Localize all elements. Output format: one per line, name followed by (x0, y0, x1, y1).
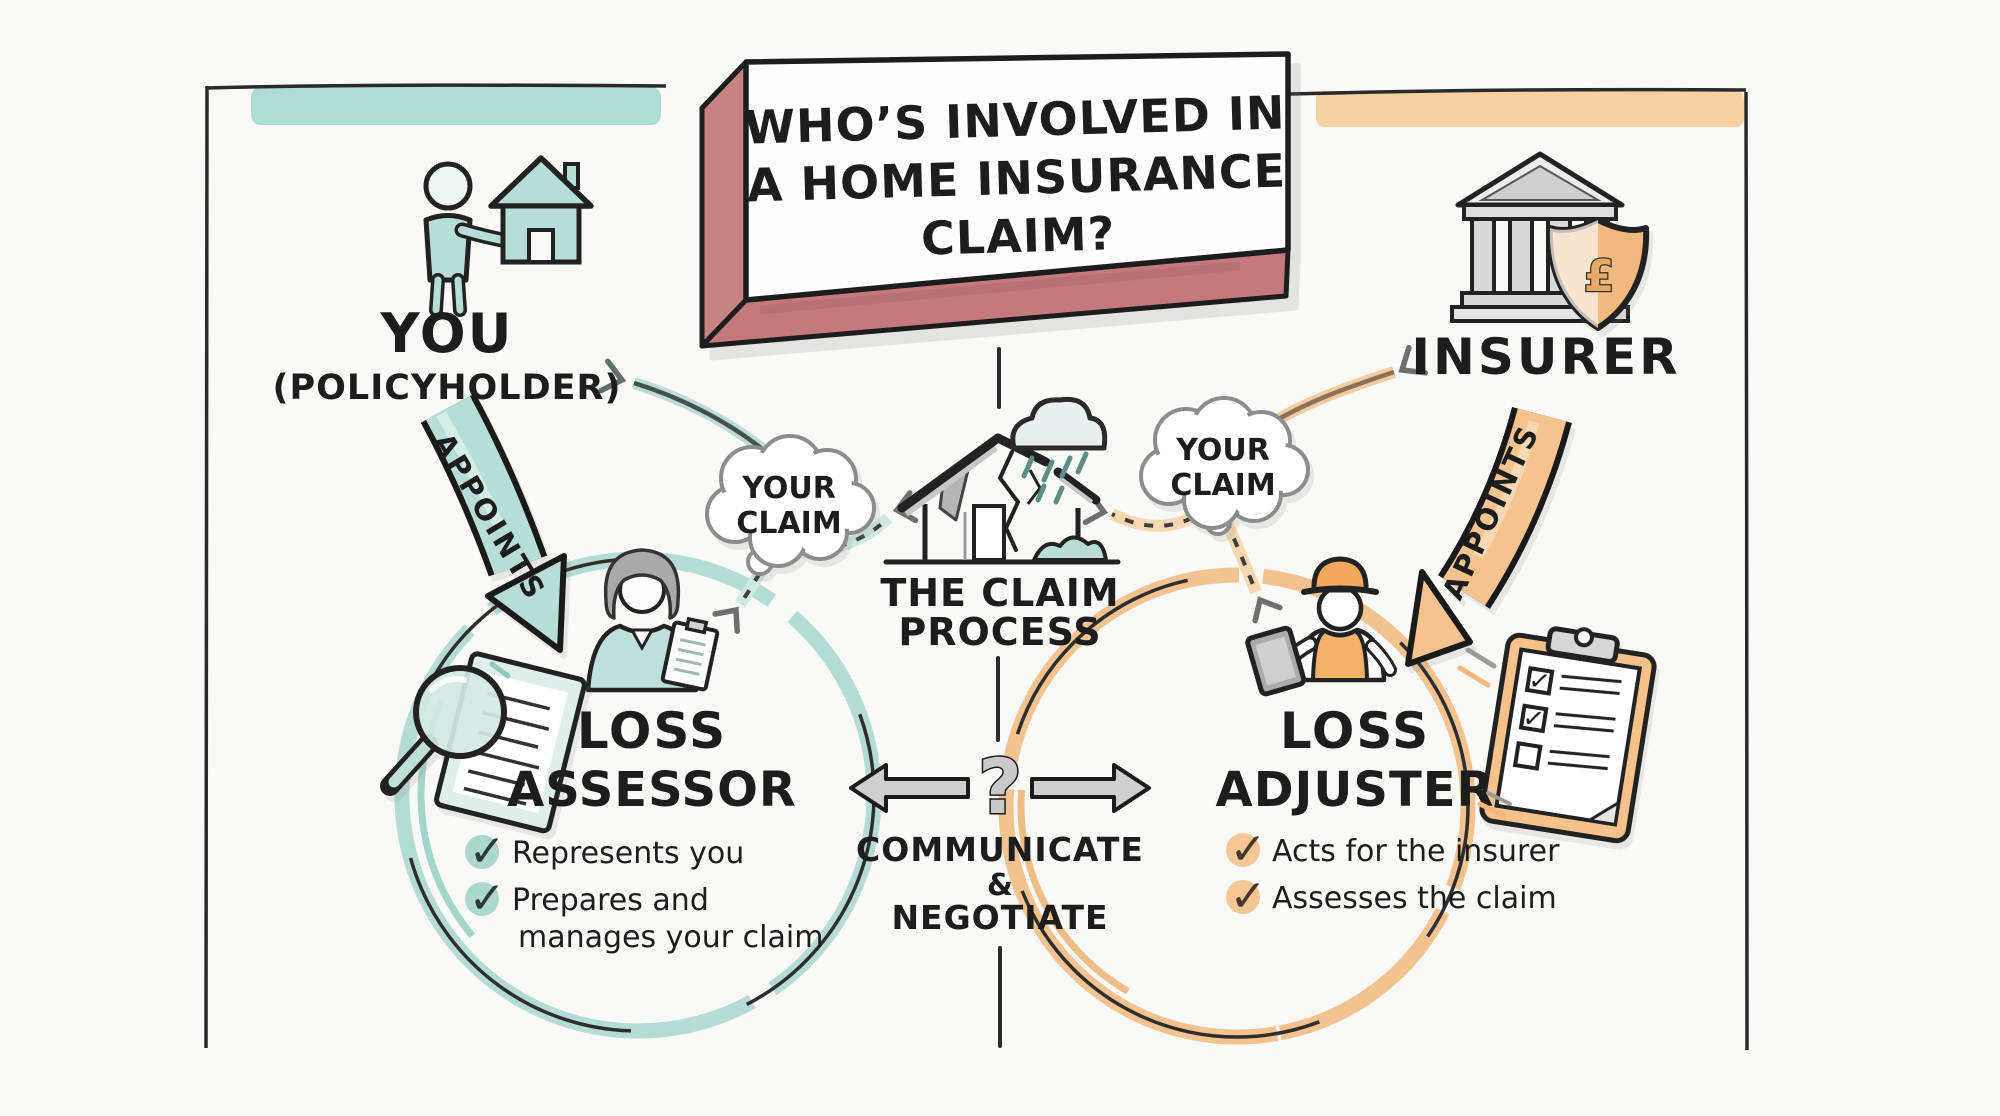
assessor-point-1-text: Represents you (512, 836, 744, 871)
check-blob (1226, 880, 1260, 914)
assessor-point-2: ✓ Prepares and manages your claim (465, 873, 823, 955)
adjuster-point-2-text: Assesses the claim (1272, 881, 1557, 916)
storm-cloud-icon (1010, 396, 1108, 505)
assessor-title-line-1: LOSS (577, 702, 727, 760)
insurer-label: INSURER (1411, 328, 1680, 386)
appoints-arrowhead-left (485, 553, 567, 653)
assessor-clipboard (660, 616, 720, 692)
magnifier-document-icon (380, 651, 587, 834)
communication-line-2: & (987, 868, 1013, 903)
adjuster-title-line-1: LOSS (1280, 702, 1430, 760)
arrow-right (1030, 763, 1151, 813)
frame (204, 83, 1749, 1051)
claim-arrow-to-you (598, 358, 770, 457)
tablet (1245, 625, 1307, 697)
arrowhead-to-you (598, 358, 627, 394)
check-blob (465, 835, 499, 869)
assessor-point-2-line-1: Prepares and (512, 883, 709, 918)
hard-hat (1311, 556, 1369, 593)
shield-pound-icon: £ (1546, 217, 1650, 331)
teal-banner (251, 87, 661, 125)
adjuster-title-line-2: ADJUSTER (1216, 762, 1495, 818)
check-blob (1226, 833, 1260, 867)
check-blob (465, 882, 499, 916)
title-line-3: CLAIM? (920, 206, 1116, 265)
bubble-right-line-2: CLAIM (1170, 468, 1275, 503)
assessor-ring-accent (417, 572, 863, 1018)
bubble-left-line-2: CLAIM (736, 506, 841, 541)
check-icon: ✓ (1526, 665, 1552, 698)
damaged-house-icon (883, 433, 1121, 565)
title-box-face (743, 51, 1291, 303)
orange-banner (1316, 91, 1744, 127)
decorative-slashes (489, 647, 1512, 819)
house-crack (997, 450, 1021, 552)
assessor-person-icon (585, 548, 720, 693)
pound-symbol: £ (1584, 251, 1615, 302)
appoints-arrow-right: APPOINTS (1405, 406, 1572, 667)
clipboard-checklist-icon: ✓ ✓ (1479, 626, 1657, 844)
assessor-point-2-line-2: manages your claim (518, 920, 823, 955)
question-mark-icon: ? (978, 742, 1022, 831)
bush (1032, 535, 1108, 562)
arrowhead-to-insurer (1398, 344, 1429, 376)
arrow-left (849, 763, 970, 813)
communication-line-1: COMMUNICATE (856, 830, 1144, 869)
frame-top-right-line (1289, 87, 1747, 96)
claim-process-line-2: PROCESS (898, 610, 1101, 654)
frame-left-line (204, 85, 209, 1049)
adjuster-worker-icon (1245, 556, 1397, 697)
title-box: WHO’S INVOLVED IN A HOME INSURANCE CLAIM… (699, 51, 1291, 349)
policyholder-label: YOU (380, 302, 514, 365)
adjuster-ring-accent (1017, 588, 1453, 1024)
bubble-right-line-1: YOUR (1175, 433, 1270, 468)
claim-bubble-right: YOUR CLAIM (1139, 396, 1310, 536)
frame-top-left-line (205, 83, 667, 90)
check-icon: ✓ (469, 826, 506, 877)
rain-strokes (1021, 451, 1089, 505)
adjuster-point-2: ✓ Assesses the claim (1226, 871, 1557, 922)
claim-bubble-left: YOUR CLAIM (705, 434, 876, 576)
person-house-icon (423, 155, 594, 317)
title-box-bottom-streak (759, 261, 1241, 315)
loss-adjuster-ring (998, 567, 1476, 1045)
assessor-title-line-2: ASSESSOR (507, 762, 797, 818)
check-icon: ✓ (1230, 824, 1267, 875)
adjuster-point-1: ✓ Acts for the insurer (1226, 824, 1560, 875)
bubble-left-line-1: YOUR (741, 471, 836, 506)
adjuster-point-1-text: Acts for the insurer (1272, 834, 1560, 869)
assessor-point-1: ✓ Represents you (465, 826, 744, 877)
claim-process-line-1: THE CLAIM (880, 571, 1119, 615)
check-icon: ✓ (1230, 871, 1267, 922)
frame-right-line (1744, 91, 1749, 1051)
policyholder-sublabel: (POLICYHOLDER) (272, 368, 621, 408)
center-dividers (996, 347, 1002, 1048)
adjuster-ring-ink (1004, 573, 1470, 1039)
check-icon: ✓ (1520, 703, 1546, 736)
appoints-arrowhead-right (1405, 569, 1473, 667)
double-arrow-icon: ? (849, 741, 1151, 833)
check-icon: ✓ (469, 873, 506, 924)
communication-line-3: NEGOTIATE (891, 898, 1108, 937)
